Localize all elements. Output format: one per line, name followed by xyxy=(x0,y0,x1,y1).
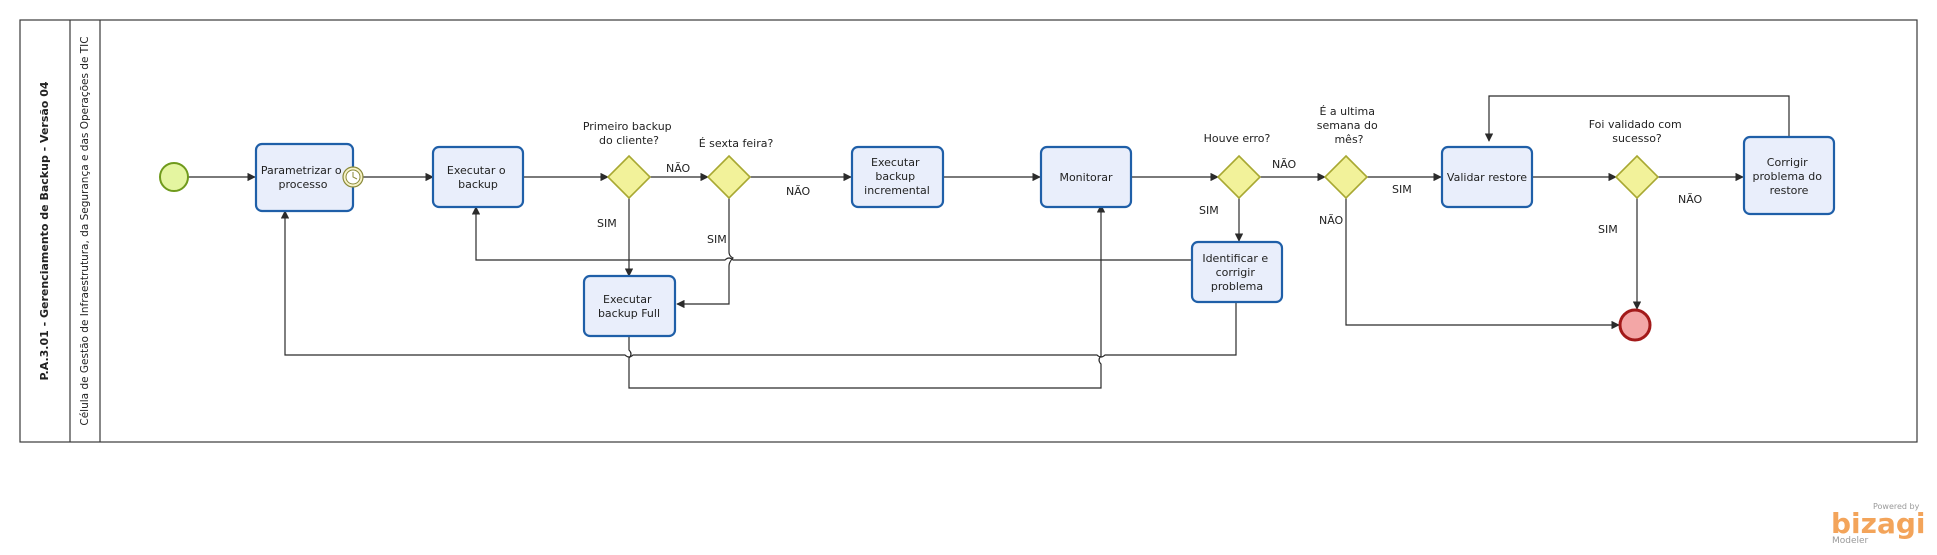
brand-name: bizagi xyxy=(1831,507,1925,540)
flow-label-nao: NÃO xyxy=(666,162,691,175)
task-identificar[interactable]: Identificar e corrigir problema xyxy=(1190,240,1284,304)
task-corrigir-restore[interactable]: Corrigir problema do restore xyxy=(1742,135,1836,216)
task-label: Executar backup Full xyxy=(598,293,660,320)
flow-label-nao: NÃO xyxy=(786,185,811,198)
task-backup-incremental[interactable]: Executar backup incremental xyxy=(850,145,945,209)
bizagi-logo: Powered by bizagi Modeler xyxy=(1831,502,1925,546)
flow-label-nao: NÃO xyxy=(1678,193,1703,206)
gateway-label: É sexta feira? xyxy=(699,137,774,150)
gateway-validado[interactable]: Foi validado com sucesso? xyxy=(1589,118,1686,200)
flow-label-sim: SIM xyxy=(1199,204,1219,217)
flow-labels: NÃO SIM NÃO SIM NÃO SIM NÃO SIM NÃO SIM xyxy=(597,158,1703,246)
sequence-flows xyxy=(187,95,1790,389)
flow-label-nao: NÃO xyxy=(1272,158,1297,171)
gateway-label: Foi validado com sucesso? xyxy=(1589,118,1686,145)
gateway-houve-erro[interactable]: Houve erro? xyxy=(1204,132,1271,200)
task-label: Executar o backup xyxy=(447,164,509,191)
task-label: Parametrizar o processo xyxy=(261,164,345,191)
gateway-sexta-feira[interactable]: É sexta feira? xyxy=(699,137,774,200)
pool-title: P.A.3.01 - Gerenciamento de Backup - Ver… xyxy=(38,81,51,380)
task-executar-backup[interactable]: Executar o backup xyxy=(431,145,525,209)
task-monitorar[interactable]: Monitorar xyxy=(1039,145,1133,209)
flow-label-sim: SIM xyxy=(707,233,727,246)
task-label: Corrigir problema do restore xyxy=(1753,156,1826,197)
gateway-label: Primeiro backup do cliente? xyxy=(583,120,675,147)
powered-by-label: Powered by xyxy=(1873,502,1920,511)
lane-title: Célula de Gestão de Infraestrutura, da S… xyxy=(79,36,91,425)
flow-label-sim: SIM xyxy=(1598,223,1618,236)
task-backup-full[interactable]: Executar backup Full xyxy=(582,274,677,338)
gateway-label: É a ultima semana do mês? xyxy=(1317,105,1381,146)
gateway-primeiro-backup[interactable]: Primeiro backup do cliente? xyxy=(583,120,675,200)
task-label: Executar backup incremental xyxy=(864,156,930,197)
task-label: Validar restore xyxy=(1447,171,1527,184)
gateway-ultima-semana[interactable]: É a ultima semana do mês? xyxy=(1317,105,1381,200)
pool: P.A.3.01 - Gerenciamento de Backup - Ver… xyxy=(19,19,1918,443)
flow-label-sim: SIM xyxy=(597,217,617,230)
end-event[interactable] xyxy=(1618,308,1652,342)
task-validar-restore[interactable]: Validar restore xyxy=(1440,145,1534,209)
task-label: Identificar e corrigir problema xyxy=(1202,252,1271,293)
brand-sub: Modeler xyxy=(1832,536,1869,546)
flow-label-nao: NÃO xyxy=(1319,214,1344,227)
flow-label-sim: SIM xyxy=(1392,183,1412,196)
gateway-label: Houve erro? xyxy=(1204,132,1271,145)
task-label: Monitorar xyxy=(1059,171,1113,184)
timer-boundary-event-icon[interactable] xyxy=(342,166,364,188)
start-event[interactable] xyxy=(159,162,189,192)
task-parametrizar[interactable]: Parametrizar o processo xyxy=(254,142,355,213)
